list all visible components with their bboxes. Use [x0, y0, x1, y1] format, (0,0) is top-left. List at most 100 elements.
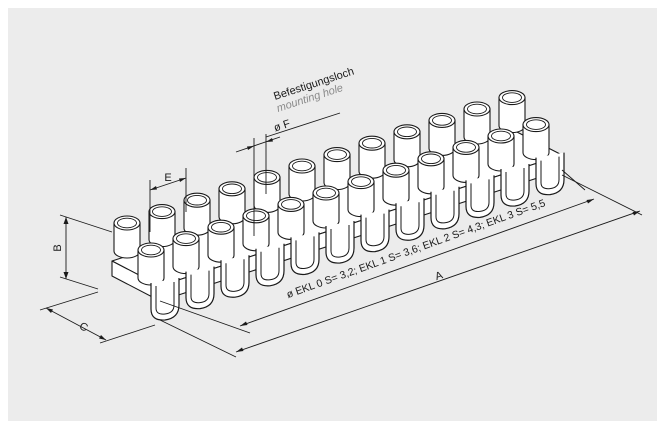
terminal-front-tube-1	[137, 242, 165, 286]
arrow-a-right	[632, 211, 640, 216]
terminal-clamp-2	[185, 266, 215, 310]
terminal-back-tube-11	[463, 101, 491, 145]
terminal-clamp-7	[360, 209, 390, 253]
terminal-front-tube-11-bore	[491, 130, 511, 142]
terminal-clamp-5	[290, 232, 320, 276]
dim-b-ext-top	[59, 214, 113, 233]
terminal-back-tube-10	[428, 112, 456, 156]
terminal-clamp-1	[150, 278, 180, 321]
terminal-clamp-11-inner	[505, 168, 525, 201]
arrow-s-left	[240, 321, 248, 326]
terminal-back-tube-8	[358, 135, 386, 179]
terminal-front-tube-8	[382, 162, 410, 206]
terminal-back-tube-7	[323, 147, 351, 191]
terminal-clamp-10	[465, 175, 495, 219]
terminal-clamp-5-outer	[290, 232, 320, 276]
terminal-clamp-10-outer	[465, 175, 495, 219]
dim-s-ext-right	[561, 169, 586, 191]
arrow-c-right	[99, 335, 106, 340]
terminal-front-tube-12-bore	[526, 119, 546, 130]
terminal-front-tube-2	[172, 231, 200, 275]
terminal-front-tube-12	[522, 117, 550, 161]
terminal-front-tube-1-bore	[141, 244, 161, 256]
terminal-back-tube-4-bore	[222, 183, 242, 195]
dim-f-leader	[265, 112, 341, 138]
terminal-back-tube-1-bore	[117, 217, 137, 229]
terminal-clamp-3-inner	[225, 259, 245, 292]
terminals	[113, 90, 565, 321]
terminal-clamp-4-inner	[260, 247, 280, 281]
terminal-front-tube-10	[452, 139, 480, 183]
terminal-clamp-9	[430, 186, 460, 230]
terminal-front-tube-2-bore	[176, 233, 196, 244]
terminal-front-tube-5-bore	[281, 199, 301, 210]
terminal-clamp-2-inner	[190, 270, 210, 304]
terminal-clamp-12-outer	[535, 152, 565, 196]
terminal-back-tube-4	[218, 181, 246, 225]
terminal-front-tube-10-bore	[456, 142, 476, 153]
terminal-back-tube-11-bore	[467, 103, 487, 115]
terminal-back-tube-6	[288, 158, 316, 202]
terminal-front-tube-8-bore	[386, 164, 406, 176]
terminal-back-tube-6-bore	[292, 160, 312, 172]
arrow-b-top	[63, 217, 69, 224]
terminal-front-tube-9-bore	[421, 153, 441, 165]
terminal-back-tube-5-bore	[257, 172, 277, 183]
terminal-clamp-11	[500, 164, 530, 207]
dim-c-line	[45, 307, 107, 341]
dim-a-line	[235, 210, 641, 353]
arrow-f-left	[247, 146, 254, 150]
arrow-e-left	[150, 186, 157, 190]
terminal-front-tube-7-bore	[351, 176, 371, 187]
dim-s-line	[239, 198, 595, 327]
terminal-front-tube-4-bore	[246, 210, 266, 222]
label-b: B	[52, 244, 64, 251]
terminal-clamp-3-outer	[220, 255, 250, 298]
terminal-clamp-2-outer	[185, 266, 215, 310]
dim-f-line	[235, 136, 281, 153]
terminal-back-tube-1	[113, 215, 141, 259]
terminal-clamp-5-inner	[295, 236, 315, 270]
terminal-clamp-7-inner	[365, 213, 385, 247]
terminal-front-tube-5	[277, 196, 305, 240]
terminal-clamp-6-inner	[330, 225, 350, 258]
terminal-clamp-6-outer	[325, 221, 355, 264]
terminal-back-tube-7-bore	[327, 149, 347, 160]
terminal-front-tube-9	[417, 151, 445, 195]
terminal-back-tube-12-bore	[502, 92, 522, 103]
terminal-front-tube-6	[312, 185, 340, 229]
arrow-a-left	[236, 347, 244, 352]
label-f: ø F	[272, 118, 292, 135]
terminal-clamp-9-outer	[430, 186, 460, 230]
arrow-e-right	[179, 178, 186, 182]
terminal-clamp-4	[255, 243, 285, 287]
terminal-front-tube-6-bore	[316, 187, 336, 199]
terminal-back-tube-10-bore	[432, 115, 452, 126]
dim-s-ext-left	[159, 300, 251, 334]
terminal-clamp-6	[325, 221, 355, 264]
terminal-back-tube-8-bore	[362, 137, 382, 149]
terminal-clamp-12	[535, 152, 565, 196]
terminal-back-tube-3-bore	[187, 194, 207, 206]
arrow-s-right	[586, 199, 594, 204]
terminal-clamp-1-outer	[150, 278, 180, 321]
arrow-f-right	[266, 138, 273, 142]
label-a: A	[434, 269, 445, 283]
terminal-clamp-3	[220, 255, 250, 298]
terminal-back-tube-12	[498, 90, 526, 134]
terminal-back-tube-5	[253, 169, 281, 213]
terminal-clamp-1-inner	[155, 282, 175, 315]
terminal-clamp-10-inner	[470, 179, 490, 213]
terminal-clamp-12-inner	[540, 156, 560, 190]
terminal-clamp-8	[395, 198, 425, 241]
terminal-back-tube-2-bore	[152, 206, 172, 217]
terminal-front-tube-4	[242, 208, 270, 252]
dim-c-ext-right	[99, 324, 156, 344]
terminal-back-tube-2	[148, 204, 176, 248]
terminal-back-tube-3	[183, 192, 211, 236]
terminal-clamp-9-inner	[435, 190, 455, 224]
terminal-clamp-4-outer	[255, 243, 285, 287]
label-c: C	[77, 320, 90, 334]
